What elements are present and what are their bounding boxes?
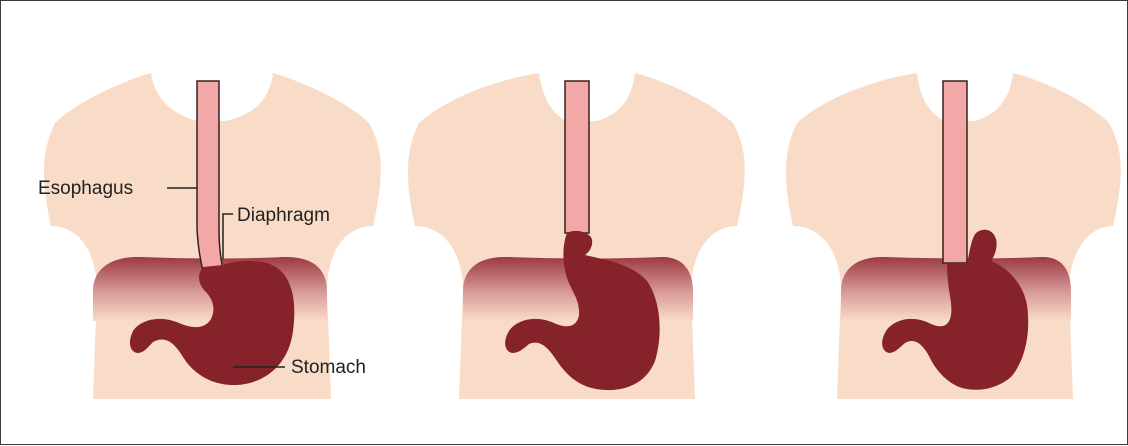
diaphragm-label: Diaphragm xyxy=(237,205,330,226)
stomach-label: Stomach xyxy=(291,357,366,378)
esophagus xyxy=(197,81,223,271)
panel-normal: Esophagus Diaphragm Stomach xyxy=(38,73,381,399)
esophagus xyxy=(565,81,589,233)
esophagus xyxy=(943,81,967,263)
panel-sliding-hernia xyxy=(408,73,745,399)
esophagus-label: Esophagus xyxy=(38,178,133,199)
panel-paraesophageal-hernia xyxy=(786,73,1121,399)
